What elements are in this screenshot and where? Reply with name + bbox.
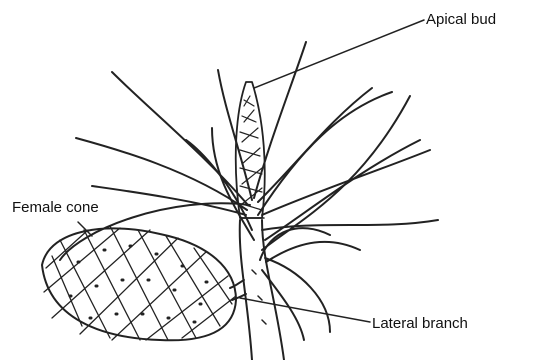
female-cone	[42, 226, 236, 340]
apical-bud-label: Apical bud	[426, 11, 496, 28]
female-cone-leader	[78, 222, 92, 236]
needle	[266, 242, 360, 262]
needle	[76, 138, 247, 210]
needle	[262, 270, 304, 340]
needle	[92, 186, 246, 215]
needle	[254, 42, 306, 198]
stem-scar	[252, 270, 266, 324]
needle	[258, 88, 372, 202]
needle	[186, 140, 252, 230]
apical-bud	[236, 82, 265, 218]
female-cone-label: Female cone	[12, 199, 99, 216]
stem-left-edge	[240, 220, 252, 360]
lateral-branch-label: Lateral branch	[372, 315, 468, 332]
apical-bud-leader	[254, 20, 424, 88]
lateral-branch-leader	[240, 298, 370, 322]
